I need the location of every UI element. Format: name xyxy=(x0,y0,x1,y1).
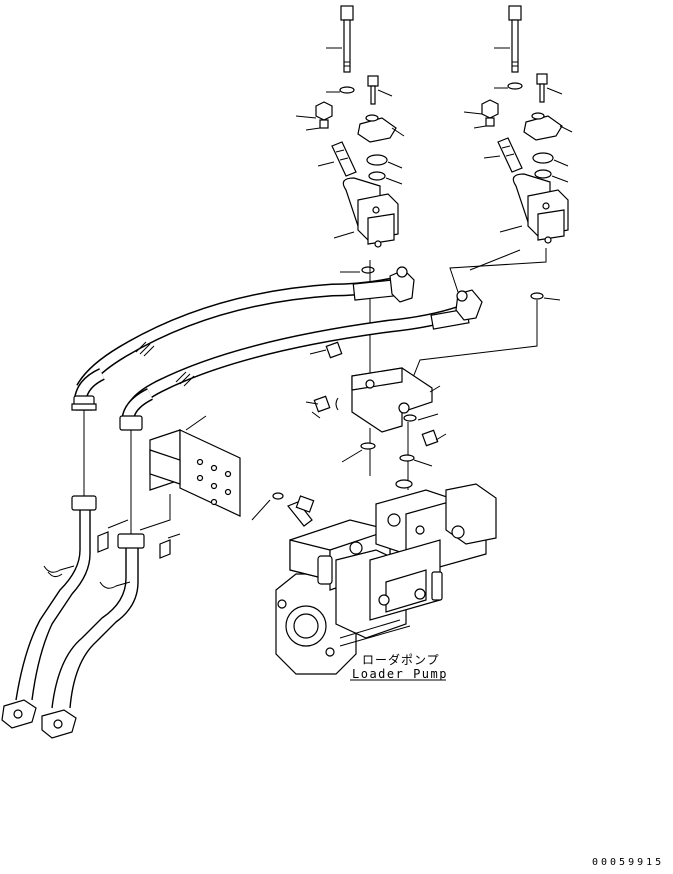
junction-block xyxy=(351,367,441,433)
right-plug xyxy=(463,99,499,129)
left-short-tube xyxy=(317,141,357,177)
right-short-tube xyxy=(483,137,523,173)
left-clamp-half xyxy=(357,114,405,143)
right-clamp-half xyxy=(523,112,573,141)
right-long-bolt xyxy=(494,5,522,73)
right-small-bolt xyxy=(536,73,563,103)
pump-label-japanese: ローダポンプ xyxy=(362,653,440,667)
left-hose-elbow xyxy=(71,368,105,411)
right-hose-elbow xyxy=(119,388,154,431)
bracket-bolt xyxy=(251,492,315,527)
mounting-bracket xyxy=(139,415,241,531)
left-seal-ring xyxy=(366,154,403,185)
right-axis-line xyxy=(449,248,547,293)
left-long-bolt xyxy=(326,5,354,73)
right-washer xyxy=(494,82,523,90)
junction-orings xyxy=(341,442,433,467)
loader-pump xyxy=(275,479,497,675)
left-elbow-block xyxy=(333,177,399,248)
pump-label-english: Loader Pump xyxy=(352,667,448,681)
left-small-bolt xyxy=(367,75,393,105)
right-lower-tube xyxy=(41,533,145,739)
right-axis-line-3 xyxy=(469,249,521,271)
right-lower-oring xyxy=(530,292,561,301)
right-elbow-block xyxy=(499,173,569,244)
right-seal-ring xyxy=(532,152,569,183)
upper-hose xyxy=(76,266,415,392)
left-lower-tube xyxy=(1,495,97,729)
tube-clamps xyxy=(43,519,181,589)
junction-plugs xyxy=(305,341,447,447)
left-washer xyxy=(326,86,355,94)
left-plug xyxy=(295,101,333,131)
left-lower-oring xyxy=(340,266,375,274)
figure-number: 00059915 xyxy=(592,857,665,868)
right-axis-line-2 xyxy=(411,300,538,381)
